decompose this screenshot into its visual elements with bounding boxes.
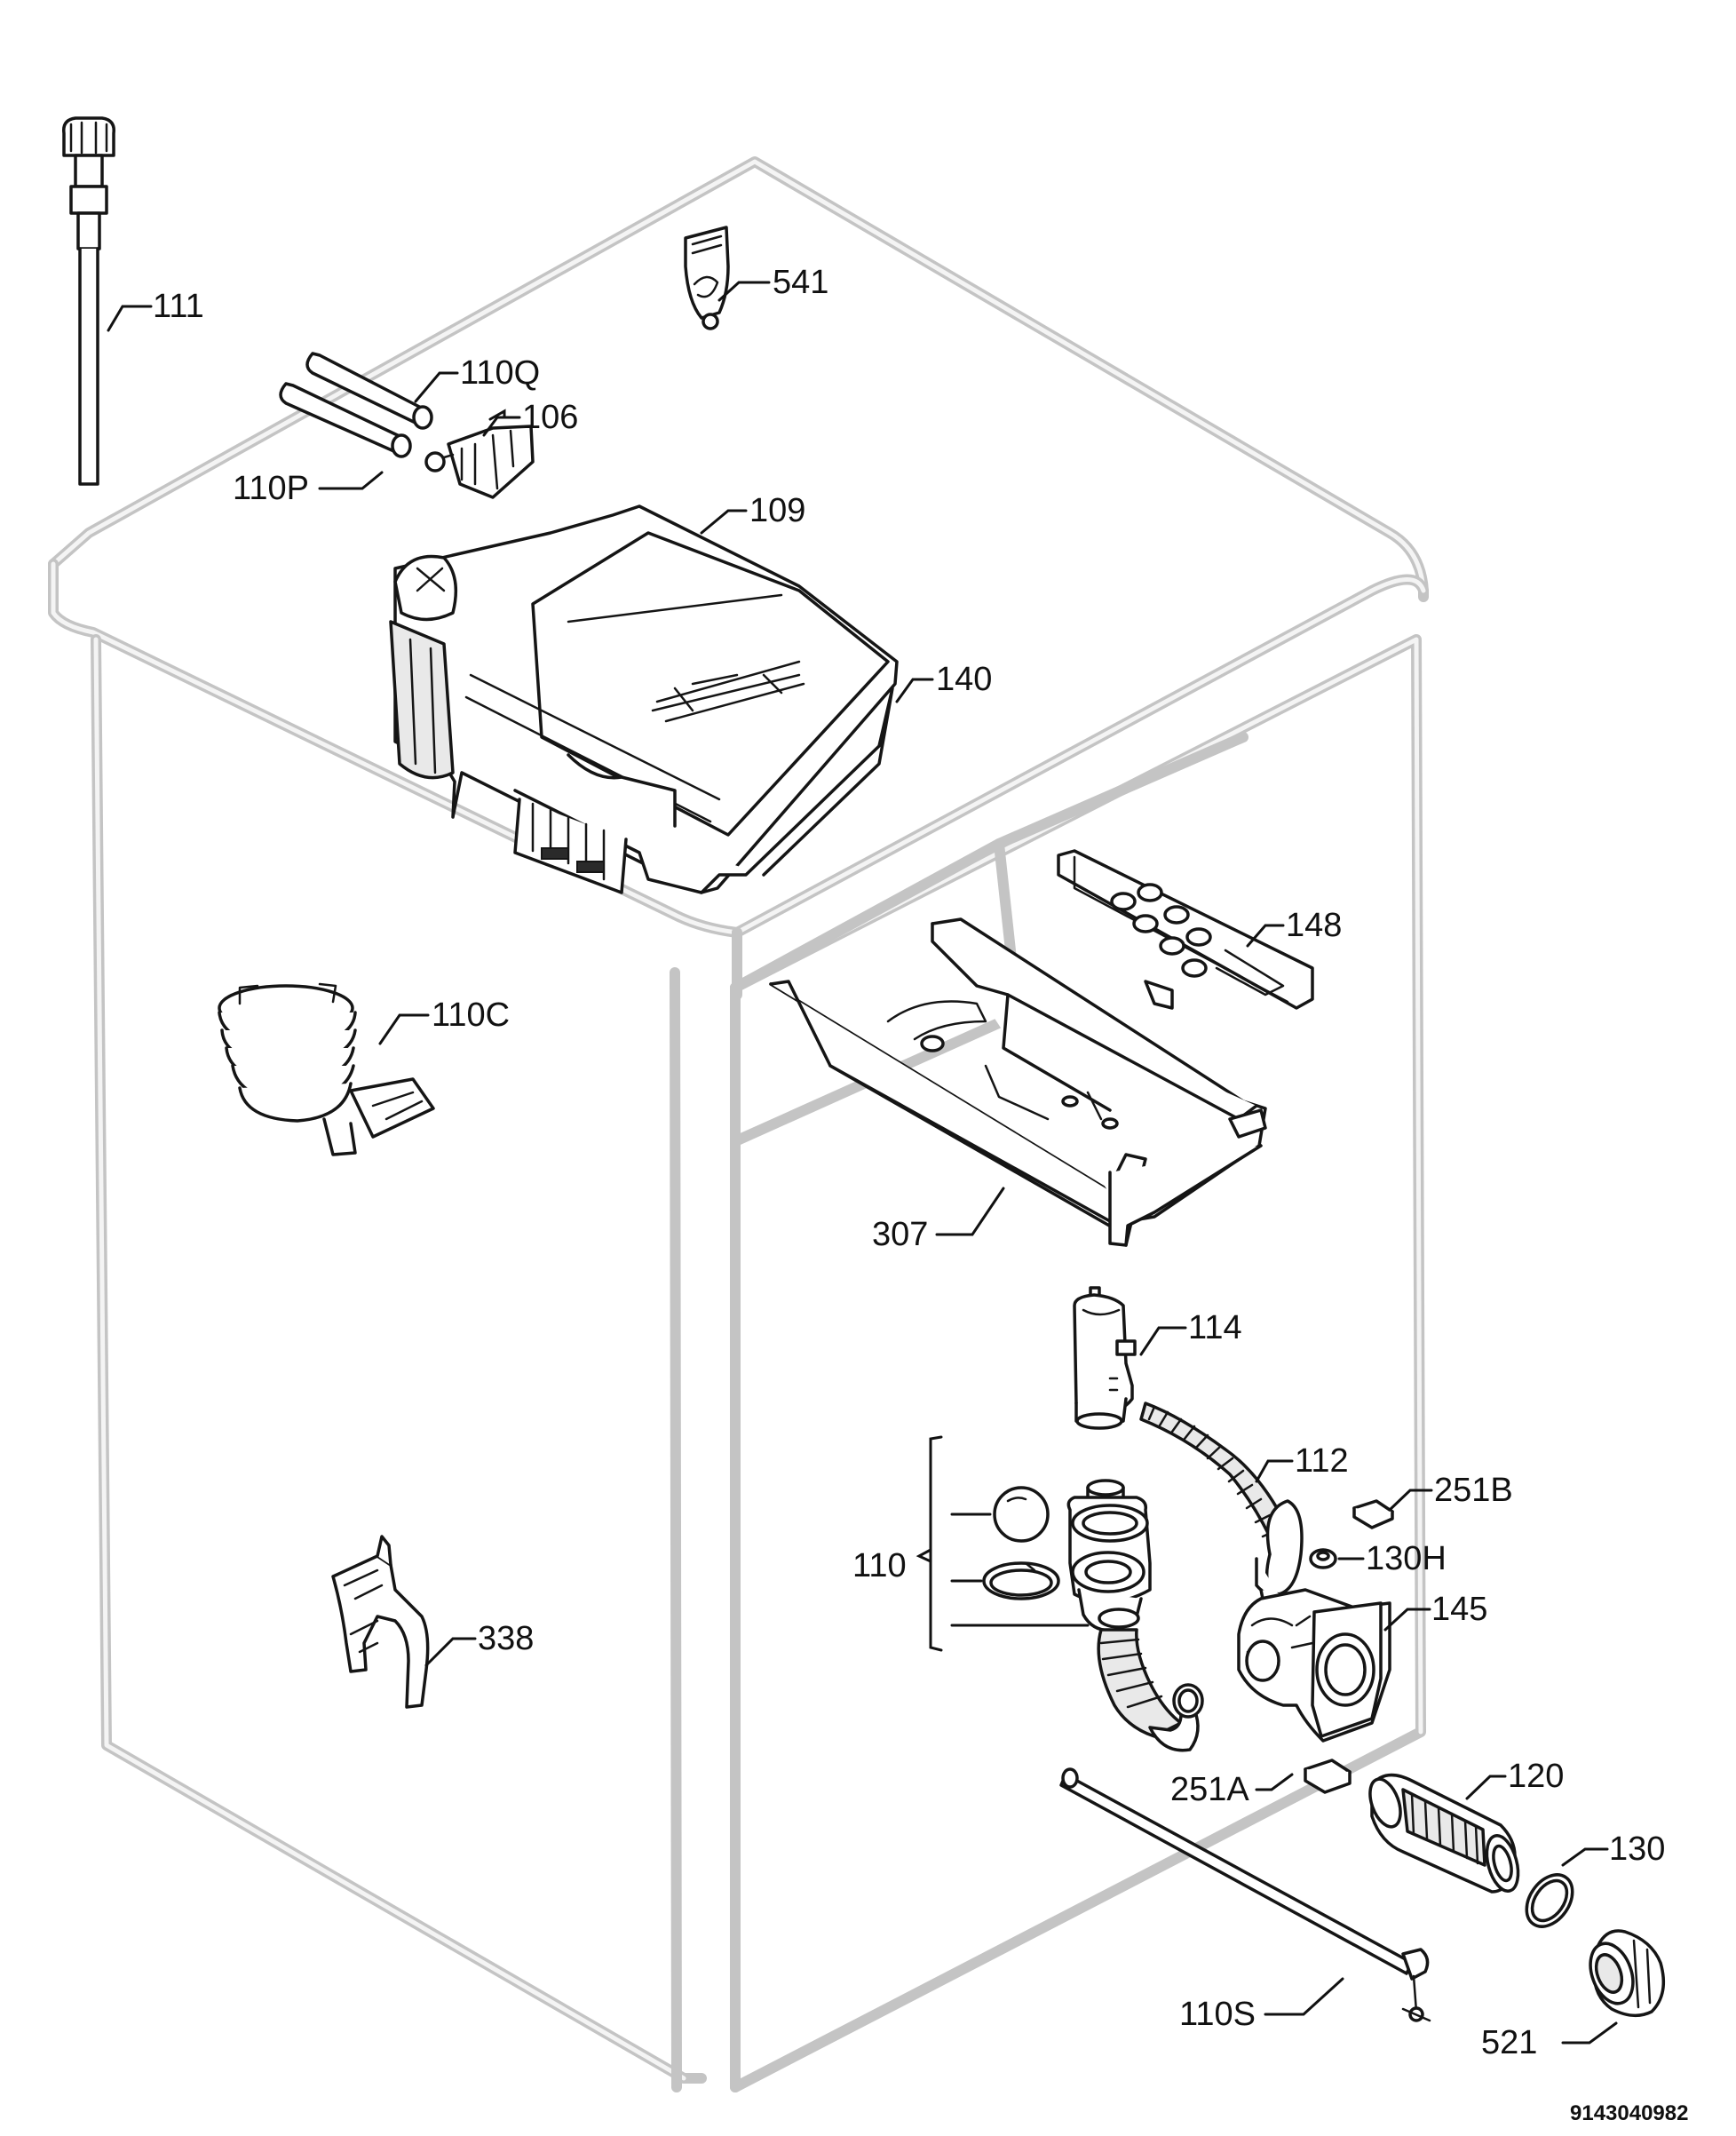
leader-lines — [107, 281, 1618, 2045]
label-130: 130 — [1609, 1830, 1665, 1868]
label-130h: 130H — [1366, 1540, 1447, 1577]
label-140: 140 — [936, 661, 992, 698]
pump-chamber-110 — [982, 1479, 1204, 1752]
pressure-chamber-114 — [1073, 1286, 1137, 1430]
part-labels: 111 541 110Q 106 110P 109 140 148 110C 3… — [153, 264, 1688, 2125]
label-110q: 110Q — [460, 354, 540, 392]
label-307: 307 — [872, 1216, 928, 1253]
gasket-130h — [1309, 1548, 1337, 1569]
label-109: 109 — [749, 492, 805, 529]
label-110s: 110S — [1179, 1996, 1256, 2033]
label-112: 112 — [1295, 1442, 1349, 1480]
filter-cap-521 — [1589, 1929, 1666, 2018]
dispenser-housing-109-140 — [389, 504, 899, 894]
label-110p: 110P — [233, 470, 309, 507]
clip-541 — [684, 226, 730, 330]
label-251a: 251A — [1170, 1771, 1249, 1808]
hoses-110q-110p — [279, 352, 433, 458]
bracket-251a — [1304, 1759, 1352, 1794]
bellows-110c — [218, 982, 435, 1156]
label-251b: 251B — [1434, 1472, 1513, 1509]
label-106: 106 — [522, 399, 578, 436]
label-110: 110 — [852, 1547, 907, 1584]
pump-filter-120 — [1368, 1773, 1520, 1894]
valve-coupling-106 — [424, 425, 535, 499]
dispenser-drawer-307 — [769, 917, 1267, 1247]
hose-guide-338 — [331, 1535, 430, 1709]
label-145: 145 — [1431, 1591, 1487, 1628]
siphon-cover-148 — [1057, 849, 1314, 1010]
label-338: 338 — [478, 1620, 534, 1657]
label-114: 114 — [1188, 1309, 1242, 1346]
rod-110s — [1059, 1767, 1431, 2022]
o-ring-130 — [1525, 1873, 1574, 1928]
label-148: 148 — [1286, 907, 1342, 944]
label-111: 111 — [153, 288, 204, 325]
drawing-code: 9143040982 — [1570, 2101, 1688, 2125]
label-541: 541 — [773, 264, 828, 301]
label-110c: 110C — [432, 997, 510, 1034]
bracket-251b — [1352, 1499, 1394, 1529]
filter-housing-145 — [1237, 1588, 1391, 1743]
corrugated-hose-112 — [1139, 1402, 1304, 1614]
label-120: 120 — [1508, 1758, 1564, 1795]
label-521: 521 — [1481, 2024, 1537, 2061]
inlet-hose-111 — [62, 116, 115, 486]
